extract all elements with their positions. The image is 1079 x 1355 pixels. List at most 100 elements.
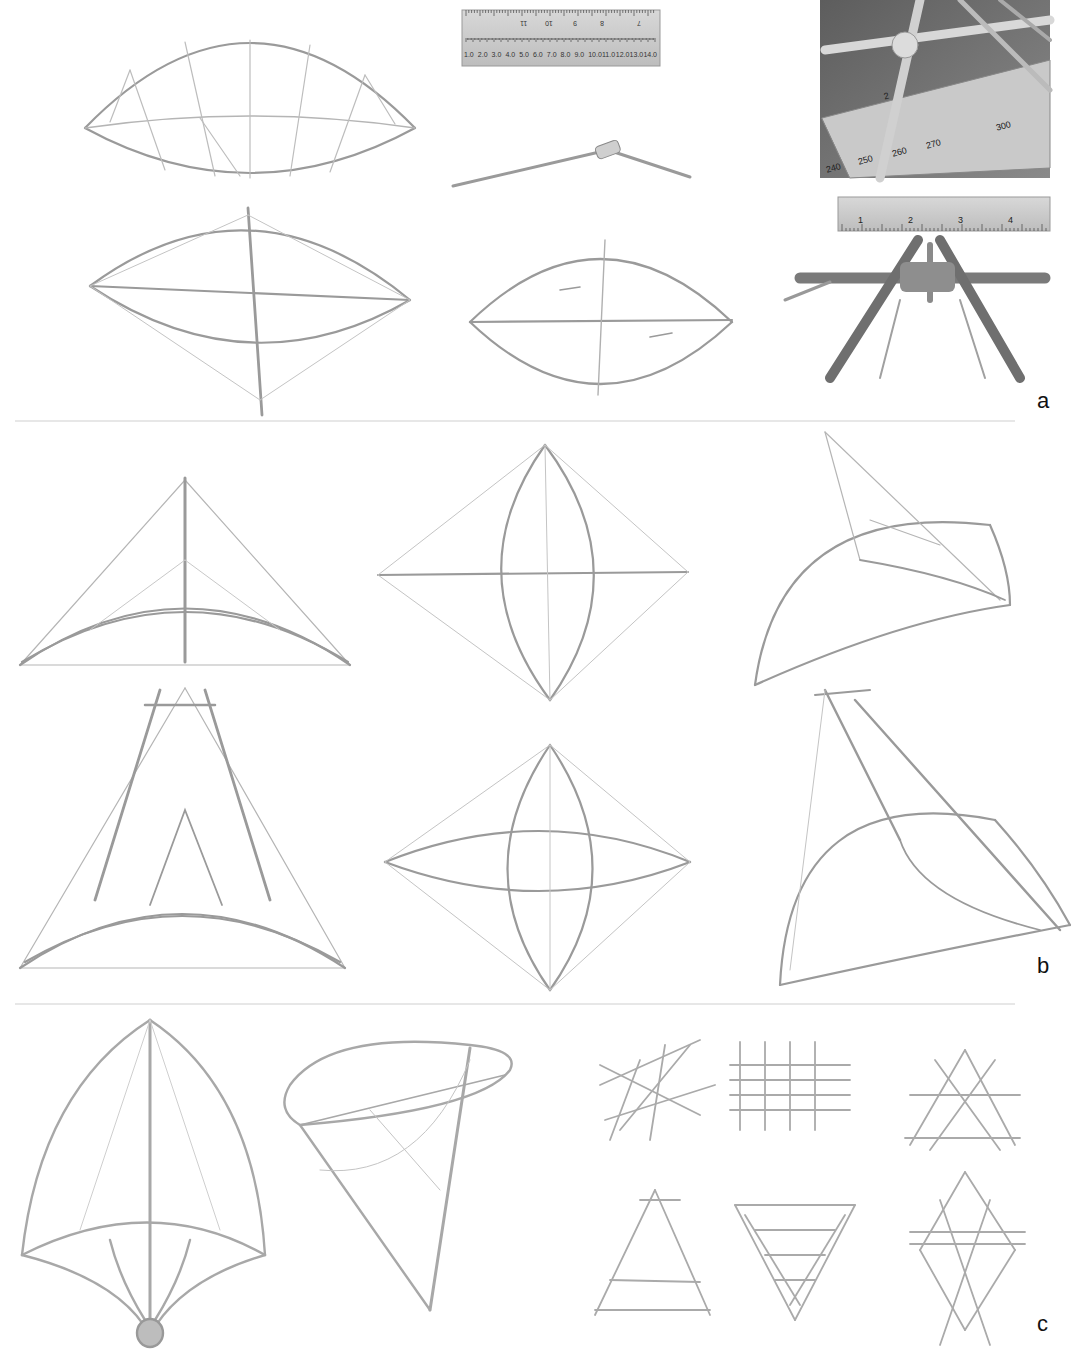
frame-stick (905, 1137, 1020, 1139)
frame-stick (516, 10, 517, 13)
frame-stick (533, 10, 534, 13)
frame-curve (780, 813, 995, 985)
frame-stick (551, 38, 552, 40)
frame-stick (378, 572, 688, 575)
frame-stick (502, 38, 503, 40)
frame-stick (730, 1094, 850, 1096)
frame-stick (882, 224, 883, 231)
binding-knot (137, 1319, 163, 1347)
frame-stick (640, 1199, 680, 1201)
frame-stick (550, 10, 551, 16)
frame-stick (552, 10, 553, 13)
frame-stick (523, 38, 524, 40)
frame-stick (614, 38, 615, 40)
frame-stick (20, 967, 345, 968)
frame-stick (970, 228, 971, 231)
frame-stick (545, 38, 546, 40)
frame-stick (478, 38, 479, 40)
frame-curve (508, 745, 551, 990)
frame-curve (755, 522, 990, 685)
frame-stick (566, 38, 567, 40)
frame-stick (958, 228, 959, 231)
frame-stick (550, 38, 551, 42)
frame-stick (184, 478, 187, 662)
frame-stick (536, 38, 537, 42)
frame-stick (622, 10, 623, 13)
frame-stick (870, 520, 940, 545)
frame-stick (260, 300, 410, 400)
frame-stick (185, 480, 350, 665)
frame-stick (730, 1079, 850, 1081)
frame-stick (503, 38, 504, 40)
frame-stick (596, 38, 597, 40)
ruler-number: 3.0 (492, 51, 502, 58)
ruler-number: 13.0 (630, 51, 644, 58)
frame-stick (555, 38, 556, 40)
frame-stick (482, 10, 483, 13)
frame-stick (638, 38, 639, 40)
frame-stick (522, 10, 523, 16)
frame-stick (589, 38, 590, 40)
ruler-number: 14.0 (643, 51, 657, 58)
frame-stick (604, 38, 605, 40)
frame-stick (632, 38, 633, 40)
frame-stick (545, 445, 550, 700)
ruler-number: 7.0 (547, 51, 557, 58)
frame-stick (20, 664, 350, 665)
frame-stick (642, 10, 643, 13)
frame-stick (608, 150, 690, 177)
frame-stick (527, 10, 528, 13)
frame-stick (631, 38, 632, 40)
frame-stick (589, 10, 590, 13)
frame-group (90, 215, 410, 400)
frame-stick (785, 282, 830, 300)
frame-stick (531, 38, 532, 40)
frame-stick (527, 38, 528, 40)
frame-stick (960, 300, 985, 378)
frame-curve (155, 1240, 190, 1320)
frame-stick (550, 745, 551, 990)
frame-stick (558, 10, 559, 13)
frame-stick (568, 38, 569, 40)
frame-stick (385, 745, 550, 862)
frame-stick (614, 10, 615, 13)
frame-stick (601, 38, 602, 40)
frame-stick (468, 38, 469, 40)
ruler-number: 2.0 (478, 51, 488, 58)
frame-stick (653, 10, 654, 13)
frame-stick (645, 38, 646, 40)
frame-stick (513, 38, 514, 40)
frame-stick (830, 240, 918, 378)
frame-stick (248, 208, 262, 415)
frame-stick (499, 10, 500, 13)
frame-stick (512, 38, 513, 40)
frame-stick (471, 38, 472, 40)
frame-stick (290, 45, 310, 176)
ruler-number: 1 (858, 216, 863, 225)
frame-stick (550, 572, 688, 700)
frame-curve (110, 1240, 145, 1320)
frame-stick (20, 480, 185, 665)
ruler-number: 5.0 (519, 51, 529, 58)
frame-stick (130, 70, 165, 170)
frame-stick (547, 38, 548, 40)
frame-stick (735, 1204, 855, 1206)
frame-stick (477, 38, 478, 40)
frame-curve (995, 820, 1070, 925)
frame-stick (600, 1040, 700, 1085)
frame-stick (789, 1042, 791, 1130)
frame-stick (533, 38, 534, 40)
photo-panel (594, 139, 621, 159)
frame-stick (886, 228, 887, 231)
frame-stick (603, 38, 604, 40)
frame-stick (586, 10, 587, 13)
frame-stick (648, 10, 649, 16)
frame-stick (300, 1075, 505, 1125)
panel-letter: a (1037, 390, 1049, 412)
frame-stick (940, 240, 1020, 378)
frame-stick (906, 228, 907, 231)
frame-stick (378, 445, 545, 575)
frame-stick (149, 1020, 152, 1335)
joint (892, 32, 918, 58)
frame-stick (485, 10, 486, 13)
